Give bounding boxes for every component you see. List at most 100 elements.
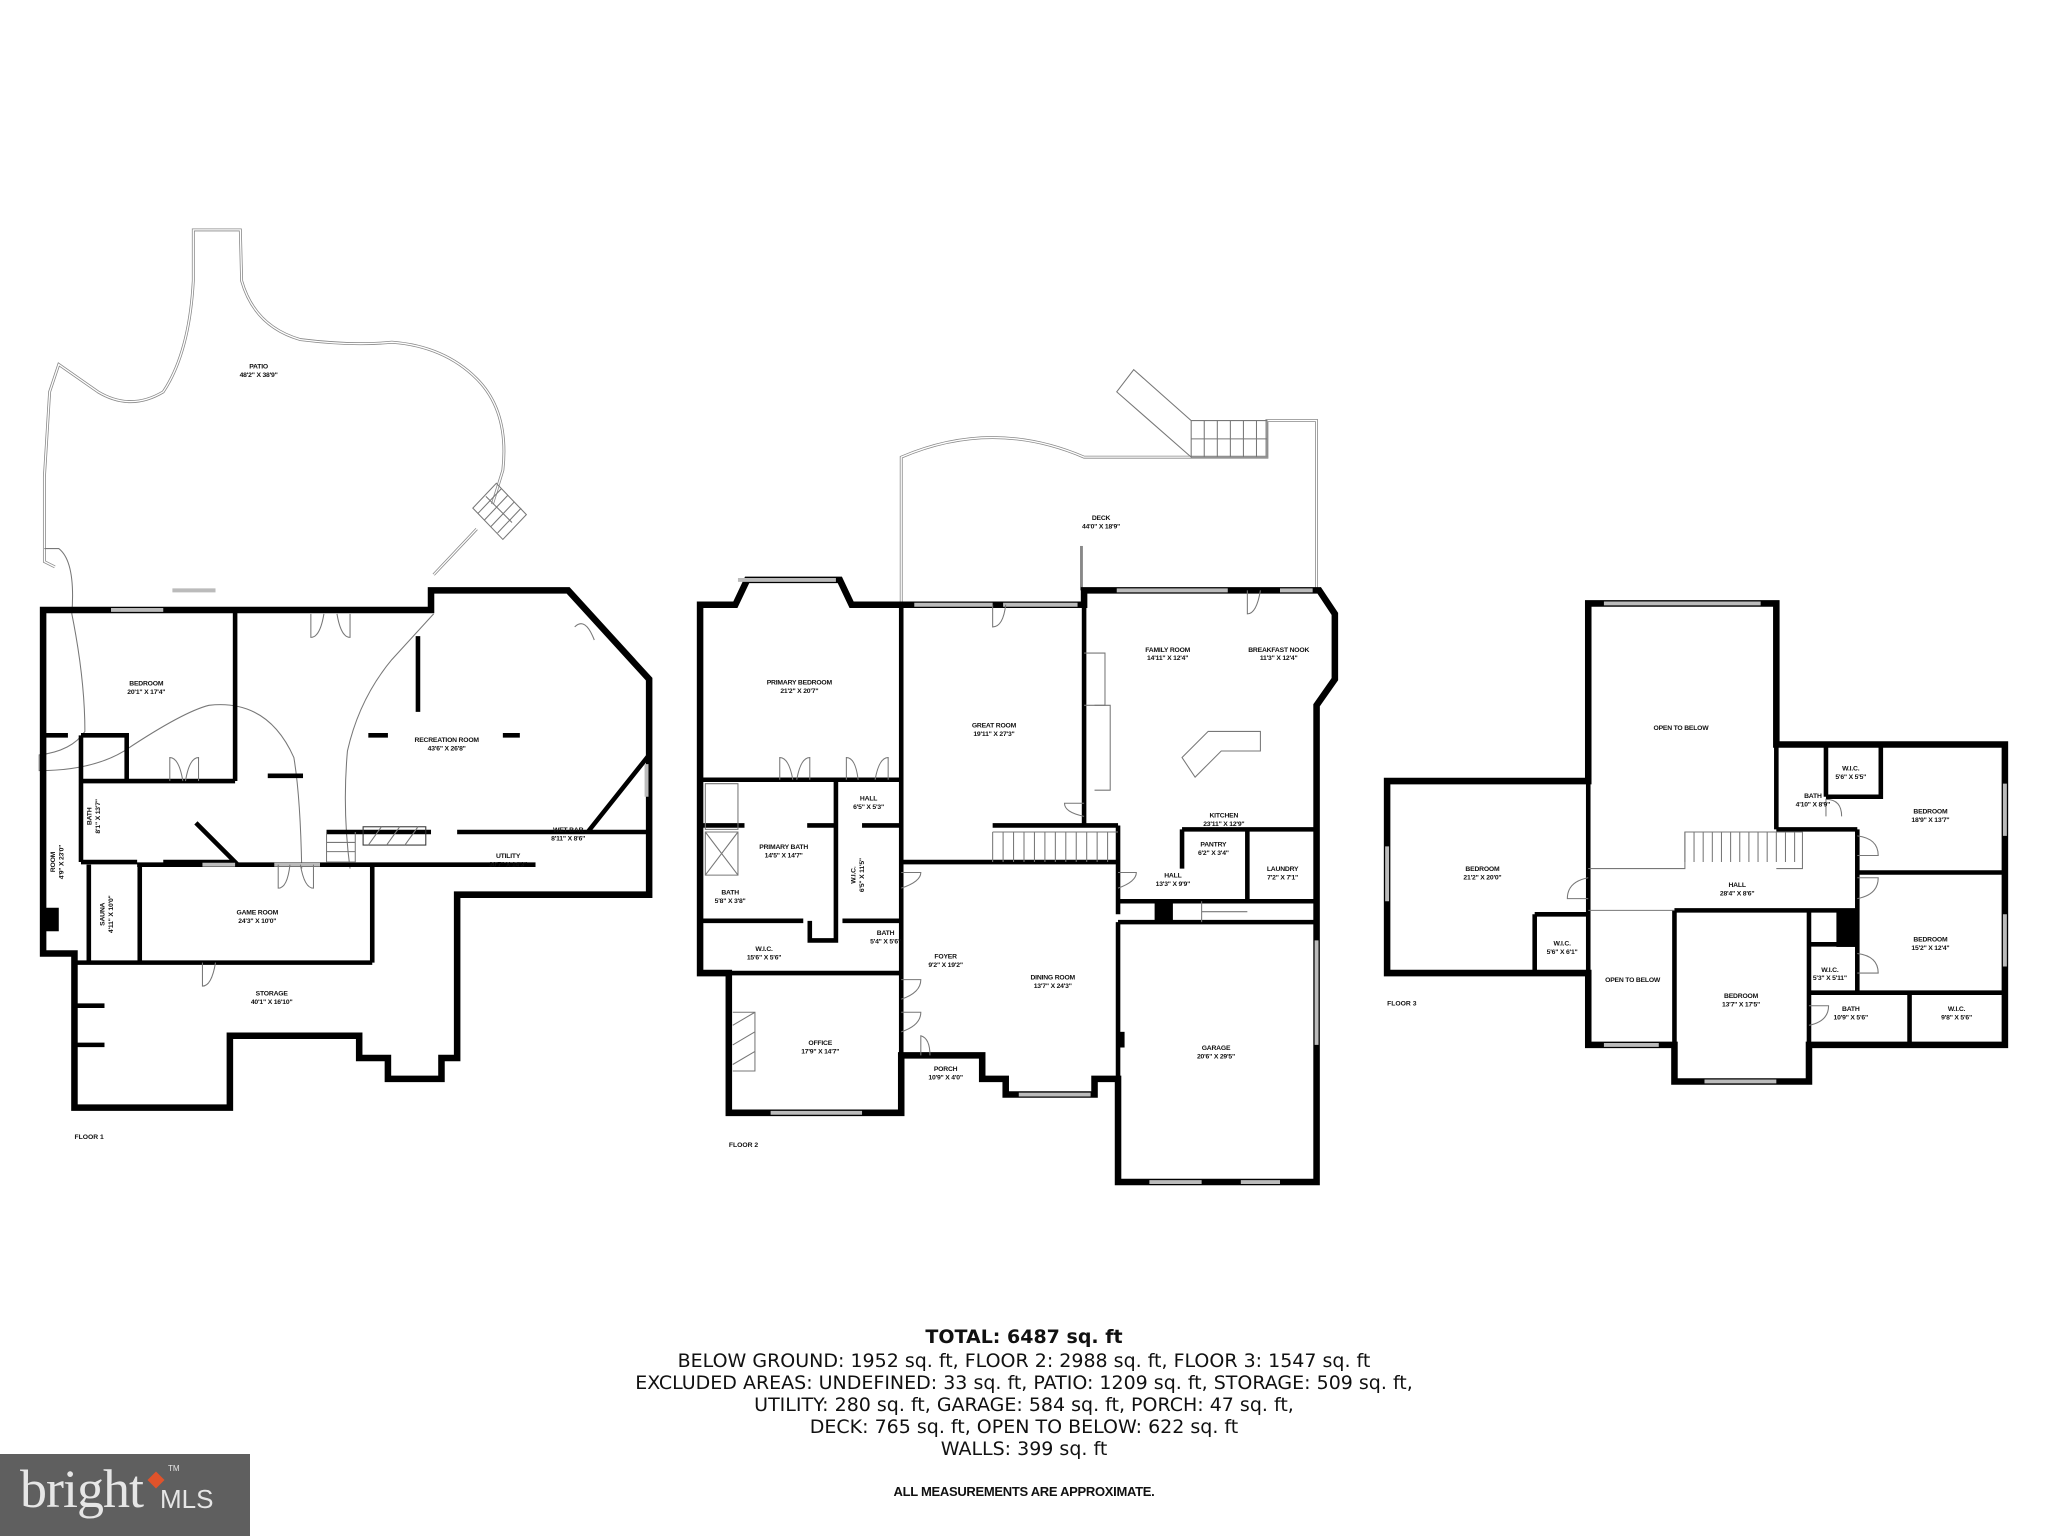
area-line: WALLS: 399 sq. ft: [940, 1438, 1108, 1460]
patio-stairs-icon: [472, 482, 528, 541]
room-dimensions: 5'3" X 5'11": [1813, 975, 1847, 982]
floor-1-label: FLOOR 1: [74, 1134, 104, 1141]
deck-stairs-icon: [1116, 368, 1268, 459]
floor-1-exterior-wall: [39, 587, 653, 1111]
room-dimensions: 19'11" X 27'3": [973, 731, 1014, 738]
room-name: BATH: [86, 807, 93, 825]
fireplace-icon: [732, 652, 1106, 1072]
room-dimensions: 21'2" X 20'0": [1463, 875, 1501, 882]
room-label: BATH 4'10" X 8'9": [1796, 793, 1830, 808]
room-name: PATIO: [249, 363, 268, 370]
room-label: ROOM4'9" X 23'0": [50, 845, 65, 879]
floor-3-exterior-wall: [1383, 600, 2009, 1085]
room-name: PANTRY: [1200, 841, 1227, 848]
room-name: KITCHEN: [1209, 813, 1238, 820]
room-dimensions: 5'8" X 3'8": [715, 898, 746, 905]
room-dimensions: 4'11" X 10'0": [108, 895, 115, 933]
door-swing-icon: [779, 590, 1261, 1056]
room-label: SAUNA4'11" X 10'0": [99, 895, 114, 933]
room-dimensions: 15'2" X 12'4": [1911, 945, 1949, 952]
room-dimensions: 14'11" X 12'4": [1147, 655, 1188, 662]
room-name: PORCH: [934, 1066, 958, 1073]
area-breakdown: BELOW GROUND: 1952 sq. ft, FLOOR 2: 2988…: [0, 1350, 2048, 1460]
room-dimensions: 17'9" X 14'7": [801, 1048, 839, 1055]
room-name: BEDROOM: [1913, 809, 1948, 816]
room-dimensions: 14'5" X 14'7": [765, 852, 803, 859]
disclaimer: ALL MEASUREMENTS ARE APPROXIMATE.: [893, 1484, 1155, 1499]
room-dimensions: 21'2" X 20'7": [780, 688, 818, 695]
room-name: UTILITY: [496, 853, 521, 860]
room-dimensions: 11'3" X 12'4": [1260, 655, 1298, 662]
room-dimensions: 15'6" X 5'6": [747, 954, 781, 961]
room-name: GARAGE: [1202, 1045, 1231, 1052]
room-name: BATH: [1804, 793, 1822, 800]
room-dimensions: 20'6" X 29'5": [1197, 1054, 1235, 1061]
room-name: OFFICE: [808, 1040, 832, 1047]
floor-2-exterior-wall: [696, 576, 1339, 1186]
room-name: BATH: [877, 930, 895, 937]
room-dimensions: 24'3" X 10'0": [238, 918, 276, 925]
room-label: OPEN TO BELOW: [1653, 725, 1709, 732]
room-label: GARAGE 20'6" X 29'5": [1197, 1045, 1235, 1060]
floor-2-stairs-icon: [992, 831, 1248, 923]
room-label: PATIO 48'2" X 38'9": [240, 363, 278, 378]
room-dimensions: 8'1" X 13'7": [95, 799, 102, 833]
room-name: GAME ROOM: [237, 909, 279, 916]
room-name: OPEN TO BELOW: [1653, 725, 1709, 732]
floor-1-stairs-icon: [326, 831, 356, 863]
area-line: UTILITY: 280 sq. ft, GARAGE: 584 sq. ft,…: [754, 1394, 1294, 1416]
floor-3-label: FLOOR 3: [1387, 1001, 1417, 1008]
room-dimensions: 13'7" X 24'3": [1034, 983, 1072, 990]
floor-3-plan: [1383, 600, 2009, 1085]
total-area: TOTAL: 6487 sq. ft: [925, 1326, 1123, 1348]
room-dimensions: 4'9" X 23'0": [58, 845, 65, 879]
fireplace-icon: [362, 826, 427, 846]
logo-word: bright: [20, 1459, 144, 1519]
room-dimensions: 43'6" X 26'8": [428, 745, 466, 752]
room-name: PRIMARY BATH: [759, 844, 808, 851]
room-dimensions: 5'6" X 5'5": [1835, 774, 1866, 781]
room-dimensions: 4'10" X 8'9": [1796, 802, 1830, 809]
deck-outline: [899, 419, 1319, 605]
room-dimensions: 13'7" X 17'5": [1722, 1001, 1760, 1008]
room-name: LAUNDRY: [1267, 866, 1299, 873]
room-name: BREAKFAST NOOK: [1248, 647, 1309, 654]
room-name: BEDROOM: [129, 681, 164, 688]
room-dimensions: 48'2" X 38'9": [240, 372, 278, 379]
room-name: DECK: [1092, 515, 1111, 522]
room-name: GREAT ROOM: [972, 723, 1017, 730]
kitchen-island-icon: [1094, 704, 1261, 791]
room-label: OPEN TO BELOW: [1605, 977, 1661, 984]
room-name: HALL: [1728, 882, 1745, 889]
room-label: BATH8'1" X 13'7": [86, 799, 101, 833]
room-name: DINING ROOM: [1030, 975, 1075, 982]
room-name: HALL: [1164, 873, 1181, 880]
area-line: BELOW GROUND: 1952 sq. ft, FLOOR 2: 2988…: [677, 1350, 1371, 1372]
room-name: PRIMARY BEDROOM: [767, 679, 833, 686]
room-name: OPEN TO BELOW: [1605, 977, 1661, 984]
area-line: EXCLUDED AREAS: UNDEFINED: 33 sq. ft, PA…: [635, 1372, 1413, 1394]
room-name: FOYER: [934, 954, 957, 961]
room-dimensions: 18'9" X 13'7": [1911, 817, 1949, 824]
room-name: STORAGE: [256, 990, 289, 997]
room-name: FAMILY ROOM: [1145, 647, 1190, 654]
room-dimensions: 6'5" X 5'3": [853, 804, 884, 811]
room-label: W.I.C.15'6" X 5'6": [747, 946, 781, 961]
